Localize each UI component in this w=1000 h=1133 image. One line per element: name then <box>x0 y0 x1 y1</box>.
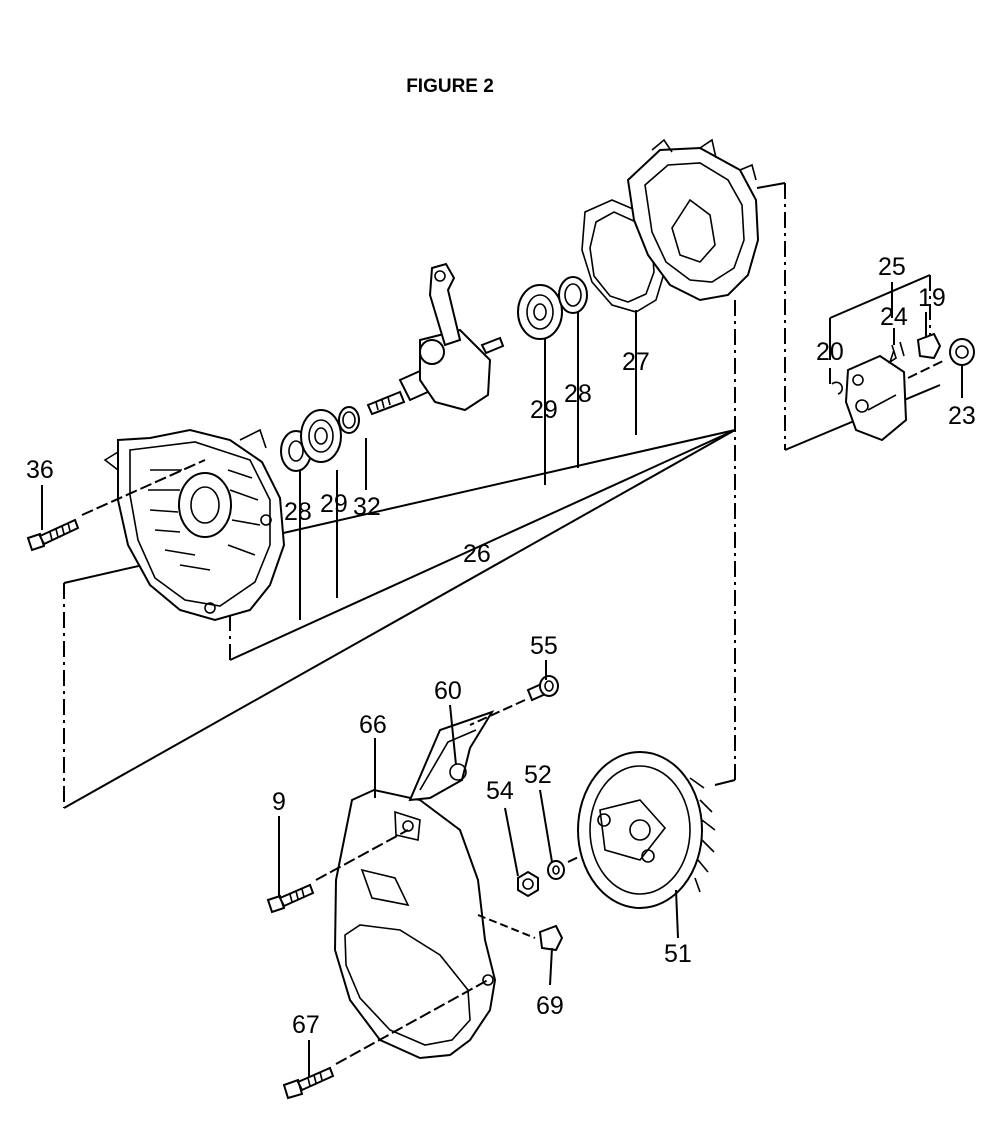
fan-cover-66 <box>333 788 497 1060</box>
washer-52 <box>547 860 565 880</box>
callout-60: 60 <box>434 677 462 705</box>
callout-52: 52 <box>524 761 552 789</box>
callout-labels: 36 28 29 32 26 29 28 27 25 24 19 20 23 5… <box>26 253 976 1039</box>
crankcase-half-left <box>103 428 286 622</box>
crankcase-half-right <box>626 138 760 302</box>
callout-23: 23 <box>948 402 976 430</box>
callout-32: 32 <box>353 493 381 521</box>
flywheel-51 <box>577 751 716 909</box>
callout-leaders <box>41 282 963 1078</box>
callout-54: 54 <box>486 777 514 805</box>
callout-25: 25 <box>878 253 906 281</box>
callout-24: 24 <box>880 303 908 331</box>
callout-28-left: 28 <box>284 498 312 526</box>
rotor-plate <box>844 354 908 442</box>
bracket-60 <box>408 710 495 802</box>
callout-36: 36 <box>26 456 54 484</box>
nut-54 <box>517 870 539 898</box>
figure-title: FIGURE 2 <box>406 76 494 97</box>
callout-26: 26 <box>463 540 491 568</box>
bearing-29-right <box>517 284 563 340</box>
gasket-27 <box>581 199 666 313</box>
callout-9: 9 <box>272 788 286 816</box>
callout-28-right: 28 <box>564 380 592 408</box>
bearing-29-left <box>300 409 342 463</box>
callout-67: 67 <box>292 1011 320 1039</box>
pawl-19 <box>916 332 942 360</box>
crankshaft <box>366 262 505 416</box>
seal-32 <box>338 406 360 434</box>
seal-28-right <box>558 276 588 314</box>
bolt-36 <box>26 459 206 552</box>
spring-24 <box>888 341 905 364</box>
callout-29-right: 29 <box>530 396 558 424</box>
bolt-67 <box>282 979 489 1100</box>
callout-66: 66 <box>359 711 387 739</box>
callout-19: 19 <box>918 284 946 312</box>
screw-55 <box>469 675 559 726</box>
callout-27: 27 <box>622 348 650 376</box>
nut-23 <box>949 338 975 366</box>
callout-69: 69 <box>536 992 564 1020</box>
callout-55: 55 <box>530 632 558 660</box>
leader-23 <box>907 359 946 379</box>
callout-29-left: 29 <box>320 490 348 518</box>
callout-20: 20 <box>816 338 844 366</box>
bolt-9 <box>266 829 409 914</box>
cap-69 <box>477 914 564 952</box>
callout-51: 51 <box>664 940 692 968</box>
clip-20 <box>831 381 844 395</box>
